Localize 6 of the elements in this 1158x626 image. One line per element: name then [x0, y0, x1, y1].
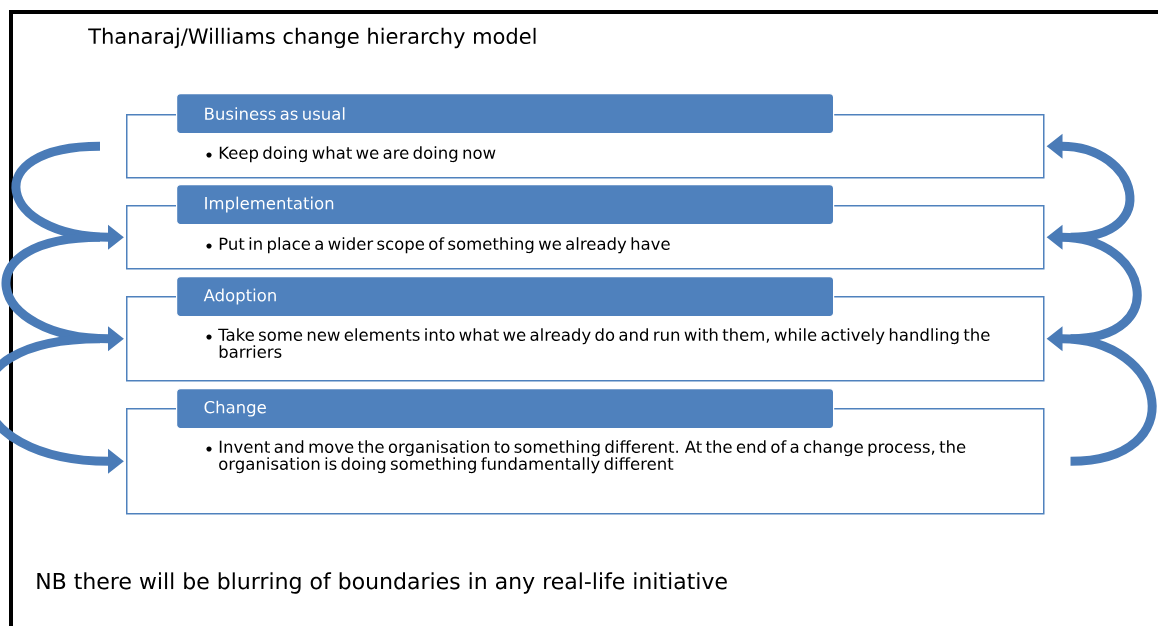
header-tab: Implementation — [176, 184, 835, 226]
header-tab: Adoption — [176, 276, 835, 318]
header-tab: Business as usual — [176, 93, 835, 135]
title: Thanaraj/Williams change hierarchy model — [88, 27, 536, 49]
header-tab: Change — [176, 388, 835, 430]
note: NB there will be blurring of boundaries in any real-life initiative — [37, 572, 727, 594]
